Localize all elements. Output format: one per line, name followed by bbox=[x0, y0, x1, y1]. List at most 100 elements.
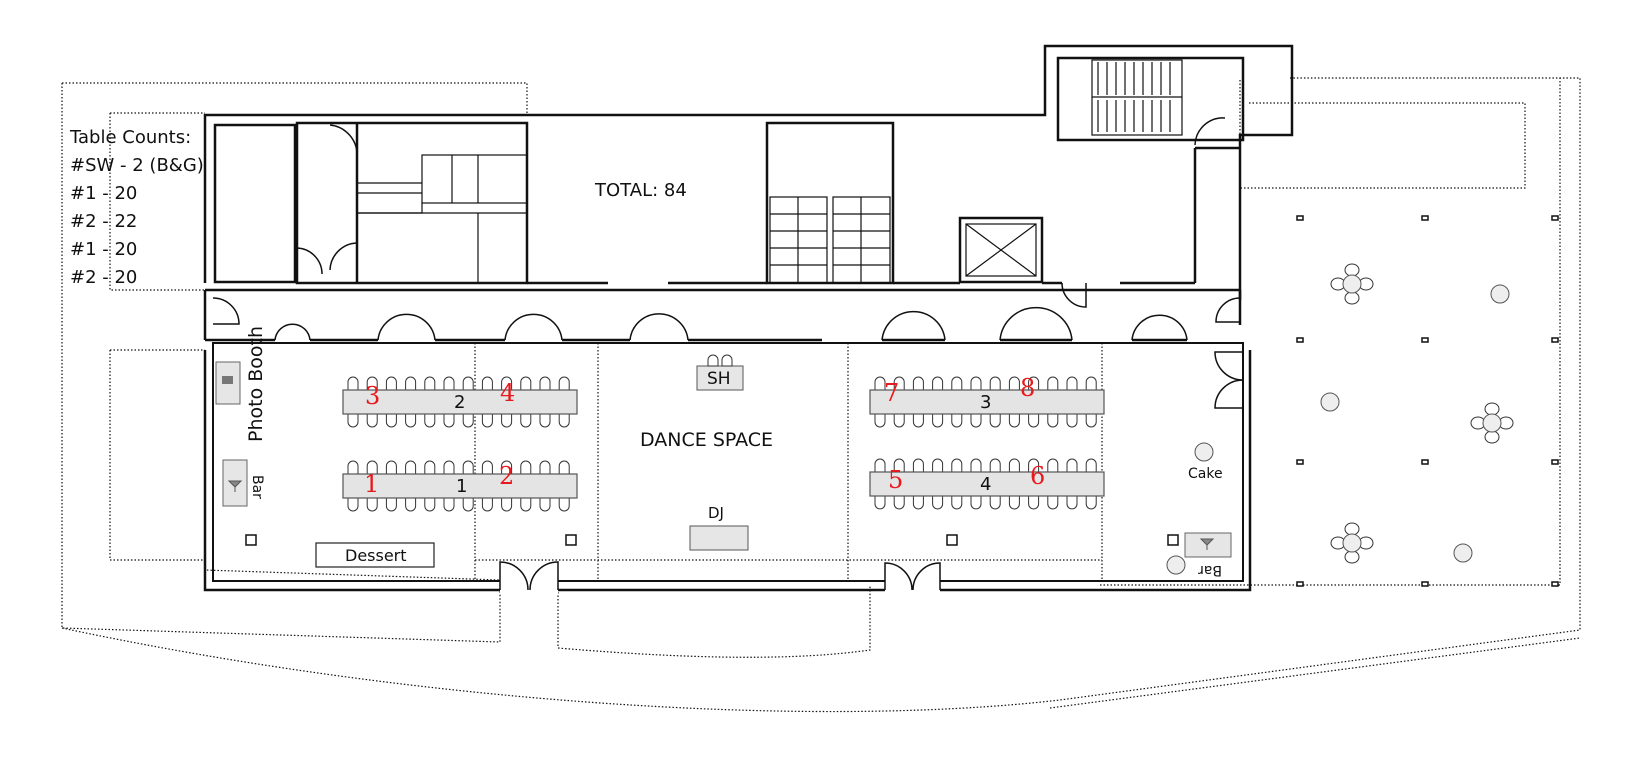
chair bbox=[893, 495, 905, 510]
chair bbox=[405, 497, 417, 512]
dessert-table: Dessert bbox=[315, 542, 435, 568]
round-table-top bbox=[1320, 392, 1340, 412]
chair bbox=[347, 497, 359, 512]
chair bbox=[1008, 495, 1020, 510]
chair bbox=[989, 376, 1001, 391]
banquet-table: 2 3 4 bbox=[342, 376, 578, 428]
terrace-post bbox=[1551, 337, 1559, 343]
round-table-icon bbox=[1320, 392, 1340, 412]
chair bbox=[539, 497, 551, 512]
table-number-red: 6 bbox=[1030, 462, 1045, 490]
cake-label: Cake bbox=[1188, 466, 1223, 482]
chair bbox=[893, 458, 905, 473]
chair bbox=[1047, 458, 1059, 473]
chair bbox=[443, 460, 455, 475]
terrace-post bbox=[1296, 581, 1304, 587]
terrace-post bbox=[1551, 581, 1559, 587]
chair bbox=[366, 413, 378, 428]
sweetheart-label: SH bbox=[707, 369, 731, 389]
cocktail-glass-icon bbox=[227, 480, 243, 492]
chair bbox=[366, 460, 378, 475]
double-door bbox=[274, 323, 311, 341]
cocktail-glass-icon bbox=[1199, 538, 1215, 550]
chair bbox=[347, 460, 359, 475]
chair bbox=[893, 413, 905, 428]
chair bbox=[501, 460, 513, 475]
dance-space-label: DANCE SPACE bbox=[640, 429, 773, 451]
chair bbox=[1028, 376, 1040, 391]
chair bbox=[385, 413, 397, 428]
chair bbox=[501, 376, 513, 391]
chair bbox=[1344, 550, 1360, 564]
chair bbox=[912, 458, 924, 473]
chair bbox=[989, 495, 1001, 510]
round-table-top bbox=[1453, 543, 1473, 563]
round-table-icon bbox=[1453, 543, 1473, 563]
chair bbox=[951, 413, 963, 428]
chair bbox=[1008, 376, 1020, 391]
chair bbox=[462, 460, 474, 475]
terrace-post bbox=[1296, 215, 1304, 221]
table-top bbox=[342, 389, 578, 415]
chair bbox=[1484, 402, 1500, 416]
kitchen-racks bbox=[769, 196, 891, 284]
chair bbox=[366, 376, 378, 391]
chair bbox=[1066, 495, 1078, 510]
terrace-post bbox=[1421, 337, 1429, 343]
chair bbox=[1344, 291, 1360, 305]
chair bbox=[1085, 458, 1097, 473]
chair bbox=[539, 460, 551, 475]
chair bbox=[558, 376, 570, 391]
counts-line: #SW - 2 (B&G) bbox=[70, 155, 204, 176]
table-number-red: 3 bbox=[365, 382, 380, 410]
stairs-icon bbox=[1091, 59, 1183, 136]
chair bbox=[520, 460, 532, 475]
chair bbox=[385, 460, 397, 475]
side-door bbox=[212, 297, 240, 325]
table-top bbox=[342, 473, 578, 499]
chair bbox=[501, 497, 513, 512]
dj-booth: DJ bbox=[689, 504, 749, 551]
terrace-post bbox=[1421, 459, 1429, 465]
chair bbox=[951, 458, 963, 473]
double-door bbox=[377, 313, 436, 341]
round-table-icon bbox=[1330, 522, 1374, 564]
terrace-post bbox=[1421, 215, 1429, 221]
table-type-label: 2 bbox=[454, 392, 465, 413]
round-table-icon bbox=[1330, 263, 1374, 305]
chair bbox=[520, 497, 532, 512]
main-hall bbox=[203, 342, 1252, 594]
chair bbox=[1066, 376, 1078, 391]
counts-title: Table Counts: bbox=[69, 127, 191, 148]
chair bbox=[1008, 413, 1020, 428]
chair bbox=[424, 376, 436, 391]
chair bbox=[932, 413, 944, 428]
chair bbox=[1008, 458, 1020, 473]
table-number-red: 5 bbox=[888, 466, 903, 494]
chair bbox=[1344, 263, 1360, 277]
chair bbox=[481, 413, 493, 428]
chair bbox=[970, 495, 982, 510]
chair bbox=[481, 376, 493, 391]
chair bbox=[520, 376, 532, 391]
round-table-icon bbox=[1490, 284, 1510, 304]
counts-line: #1 - 20 bbox=[70, 239, 137, 260]
chair bbox=[1047, 495, 1059, 510]
terrace-post bbox=[1296, 459, 1304, 465]
chair bbox=[539, 376, 551, 391]
chair bbox=[1066, 458, 1078, 473]
chair bbox=[1028, 413, 1040, 428]
round-table-top bbox=[1482, 413, 1502, 433]
chair bbox=[970, 413, 982, 428]
chair bbox=[539, 413, 551, 428]
terrace-post bbox=[1296, 337, 1304, 343]
bar-right-label: Bar bbox=[1198, 562, 1222, 578]
double-door bbox=[504, 313, 563, 341]
chair bbox=[558, 413, 570, 428]
elevator-icon bbox=[965, 223, 1037, 277]
site-outline bbox=[61, 77, 1581, 713]
chair bbox=[932, 458, 944, 473]
chair bbox=[443, 376, 455, 391]
double-door bbox=[1131, 314, 1188, 341]
